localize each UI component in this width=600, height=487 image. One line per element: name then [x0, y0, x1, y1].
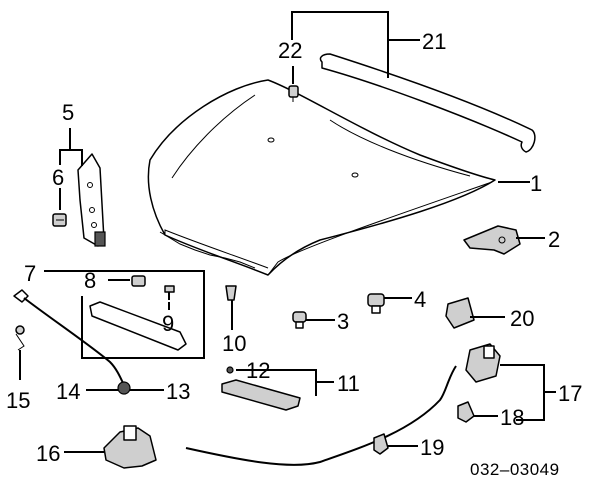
hood-panel	[147, 79, 496, 276]
release-cable-left	[13, 289, 131, 395]
hood-lock-16	[103, 425, 157, 469]
callout-2: 2	[548, 227, 560, 252]
cushion-3	[292, 311, 307, 329]
release-cable-right	[185, 343, 501, 466]
bolt-6	[52, 213, 67, 227]
callout-19: 19	[420, 435, 444, 460]
bracket-20	[445, 297, 475, 329]
diagram-code: 032–03049	[470, 460, 560, 479]
callout-22: 22	[278, 38, 302, 63]
rubber-strip-7	[89, 301, 187, 351]
callout-20: 20	[510, 306, 534, 331]
callout-21: 21	[422, 29, 446, 54]
callout-6: 6	[52, 165, 64, 190]
screw-9	[164, 285, 175, 300]
callout-8: 8	[84, 268, 96, 293]
hinge-2	[463, 225, 521, 255]
clip-8	[131, 275, 146, 287]
clip-19	[373, 433, 389, 455]
callout-4: 4	[414, 287, 426, 312]
callout-16: 16	[36, 441, 60, 466]
callout-12: 12	[246, 358, 270, 383]
callout-3: 3	[337, 309, 349, 334]
weatherstrip-seal	[319, 53, 536, 153]
callout-9: 9	[162, 311, 174, 336]
clip-10	[225, 285, 237, 301]
callout-7: 7	[24, 261, 36, 286]
callout-1: 1	[530, 171, 542, 196]
callout-18: 18	[500, 405, 524, 430]
clip-22	[288, 85, 299, 102]
stay-bracket-5	[77, 153, 106, 247]
callout-14: 14	[56, 379, 80, 404]
callout-13: 13	[166, 379, 190, 404]
callout-17: 17	[558, 381, 582, 406]
callout-15: 15	[6, 388, 30, 413]
callout-5: 5	[62, 100, 74, 125]
seal-11	[221, 379, 301, 411]
clip-18	[457, 401, 475, 423]
clip-12	[226, 366, 234, 374]
callout-11: 11	[337, 371, 360, 396]
callout-10: 10	[222, 331, 246, 356]
leader-lines	[19, 11, 556, 453]
cushion-4	[367, 293, 385, 314]
